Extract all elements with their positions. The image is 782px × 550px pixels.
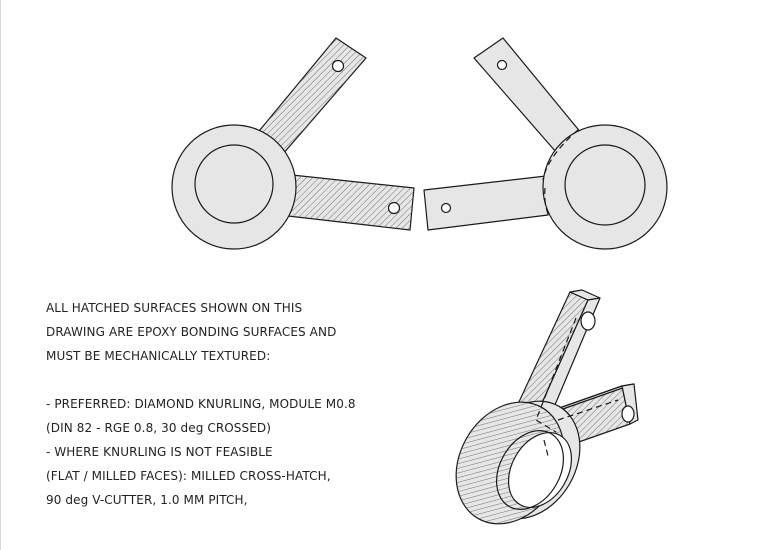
upper-arm-hole — [331, 59, 345, 73]
note-line: - WHERE KNURLING IS NOT FEASIBLE — [46, 445, 273, 459]
surface-treatment-notes: ALL HATCHED SURFACES SHOWN ON THIS DRAWI… — [46, 296, 356, 512]
upper-arm — [473, 37, 583, 153]
lower-arm-hatch — [288, 175, 414, 230]
iso-upper-arm-front-hatch — [518, 292, 588, 412]
iso-lower-arm-hole — [621, 405, 635, 423]
hub-bore — [564, 144, 646, 226]
iso-hub-bore — [507, 432, 573, 508]
front-view-left — [171, 37, 415, 250]
isometric-view — [455, 289, 639, 525]
lower-arm — [423, 175, 549, 231]
note-line: (DIN 82 - RGE 0.8, 30 deg CROSSED) — [46, 421, 272, 435]
note-line: DRAWING ARE EPOXY BONDING SURFACES AND — [46, 325, 337, 339]
front-view-right — [423, 37, 668, 250]
hub-bore — [194, 144, 274, 224]
iso-hidden-line-lower — [543, 399, 619, 457]
note-spacer — [46, 368, 356, 392]
hidden-line-lower — [544, 187, 550, 217]
iso-hub-bore-rim — [495, 430, 565, 510]
note-line: (FLAT / MILLED FACES): MILLED CROSS-HATC… — [46, 469, 331, 483]
sheet-border — [0, 0, 1, 550]
lower-arm-hole — [387, 201, 401, 215]
note-line: ALL HATCHED SURFACES SHOWN ON THIS — [46, 301, 303, 315]
note-line: 90 deg V-CUTTER, 1.0 MM PITCH, — [46, 493, 248, 507]
note-line: MUST BE MECHANICALLY TEXTURED: — [46, 349, 271, 363]
hidden-line-upper — [542, 129, 579, 181]
upper-arm-hole — [496, 59, 508, 71]
iso-hidden-line-upper — [535, 317, 577, 433]
lower-arm-hole — [440, 202, 452, 214]
iso-upper-arm-hole — [580, 311, 596, 331]
note-line: - PREFERRED: DIAMOND KNURLING, MODULE M0… — [46, 397, 356, 411]
